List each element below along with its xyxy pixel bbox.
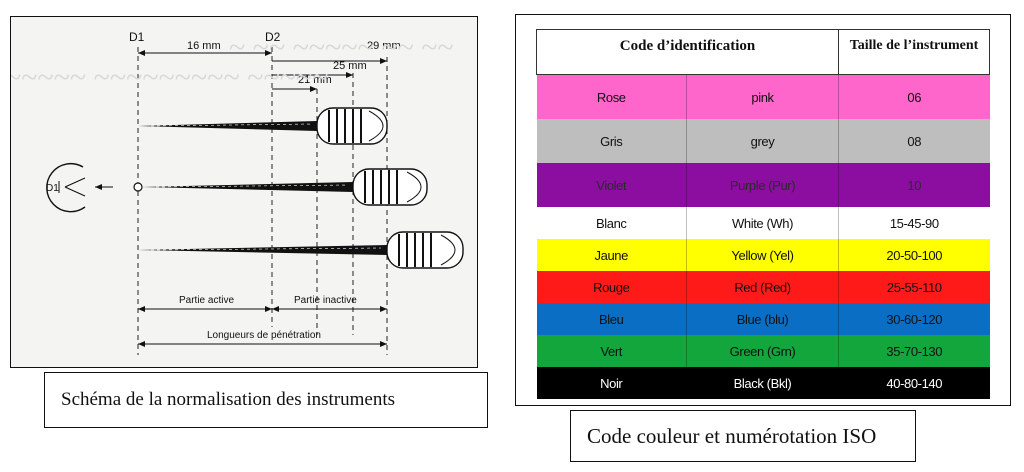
identification-code-header: Code d’identification: [535, 29, 840, 75]
color-name-fr-cell: Gris: [536, 119, 687, 163]
instrument-size-cell: 40-80-140: [886, 375, 943, 391]
active-part-label: Partie active: [179, 295, 234, 306]
penetration-length-label: Longueurs de pénétration: [207, 330, 321, 341]
instrument-diagram-panel: ~ ~~ ~~~~~ ~~ ~~ ~~~~~ ~~~~~~~~~ ~~~~~ D…: [10, 16, 478, 368]
color-name-en-cell: Red (Red): [686, 271, 840, 303]
iso-color-table: Code d’identification Taille de l’instru…: [535, 29, 991, 399]
instrument-29mm: [138, 231, 464, 269]
table-header-row: Code d’identification Taille de l’instru…: [535, 29, 991, 75]
instrument-size-header: Taille de l’instrument: [838, 29, 991, 75]
color-name-fr-cell: Rouge: [536, 271, 687, 303]
instrument-diagram: D1 D2 16 mm 29 mm 25 mm 21 mm: [46, 30, 464, 355]
color-name-en-cell: Black (Bkl): [686, 367, 840, 399]
tip-magnifier: [46, 162, 113, 213]
color-name-fr-cell: Rose: [536, 74, 687, 119]
color-name-en-cell: pink: [686, 74, 840, 119]
instrument-size-cell: 20-50-100: [886, 247, 943, 263]
inactive-part-label: Partie inactive: [294, 295, 357, 306]
d2-marker: D2: [265, 30, 281, 44]
color-name-fr-cell: Noir: [536, 367, 687, 399]
instrument-size-cell: 06: [907, 89, 922, 105]
dimension-16mm-label: 16 mm: [187, 40, 221, 52]
color-name-en-cell: Purple (Pur): [686, 163, 840, 207]
dimension-21mm-label: 21 mm: [298, 74, 332, 86]
right-caption: Code couleur et numérotation ISO: [570, 410, 916, 462]
color-name-en-cell: Blue (blu): [686, 303, 840, 335]
instrument-21mm: [138, 107, 388, 145]
instrument-size-cell: 35-70-130: [886, 343, 943, 359]
instrument-size-cell: 25-55-110: [886, 279, 942, 295]
instrument-size-cell: 30-60-120: [886, 311, 943, 327]
color-name-fr-cell: Blanc: [536, 207, 687, 239]
color-name-en-cell: Green (Grn): [686, 335, 840, 367]
color-name-en-cell: Yellow (Yel): [686, 239, 840, 271]
instrument-25mm: [133, 168, 428, 206]
instrument-size-cell: 15-45-90: [889, 215, 939, 231]
color-name-en-cell: grey: [686, 119, 840, 163]
dimension-29mm-label: 29 mm: [367, 40, 401, 52]
color-name-en-cell: White (Wh): [686, 207, 840, 239]
iso-color-table-panel: Code d’identification Taille de l’instru…: [515, 14, 1011, 406]
dimension-25mm-label: 25 mm: [333, 60, 367, 72]
d1-marker: D1: [129, 30, 145, 44]
instrument-size-cell: 08: [907, 133, 922, 149]
color-name-fr-cell: Vert: [536, 335, 687, 367]
lens-d1-label: D1: [46, 183, 59, 194]
ghost-text: ~~~~~ ~~~~~~~~~ ~~~~~: [10, 61, 329, 94]
left-caption: Schéma de la normalisation des instrumen…: [44, 372, 488, 428]
color-name-fr-cell: Bleu: [536, 303, 687, 335]
color-name-fr-cell: Jaune: [536, 239, 687, 271]
color-name-fr-cell: Violet: [536, 163, 687, 207]
ghost-text: ~ ~~ ~~~~~ ~~ ~~: [229, 31, 454, 64]
instrument-size-cell: 10: [907, 177, 922, 193]
